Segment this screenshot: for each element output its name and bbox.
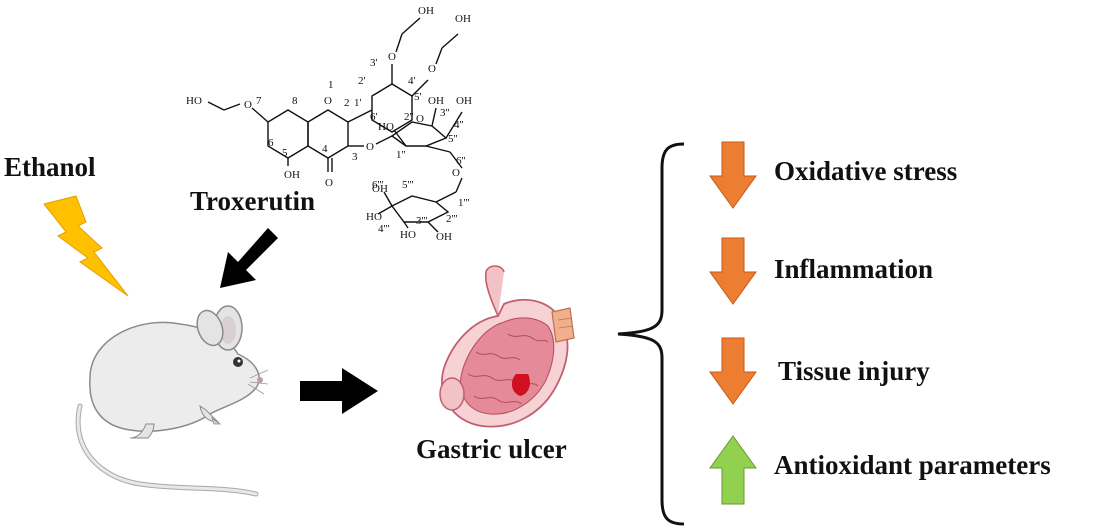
- structure-atoms: HO OH OH O O O O O OH OH HO OH O O HO HO…: [186, 5, 472, 243]
- structure-locant: 4': [408, 75, 416, 87]
- structure-substituent: OH: [284, 169, 300, 181]
- structure-locant: 2: [344, 97, 350, 109]
- structure-locant: 1: [328, 79, 334, 91]
- structure-substituent: O: [416, 113, 424, 125]
- structure-substituent: HO: [378, 121, 394, 133]
- structure-locant: 3': [370, 57, 378, 69]
- progression-arrow-icon: [300, 368, 378, 414]
- structure-locant: 6': [370, 111, 378, 123]
- structure-locant: 2'': [404, 111, 413, 123]
- structure-substituent: O: [428, 63, 436, 75]
- structure-locant: 2': [358, 75, 366, 87]
- structure-locant: 1'': [396, 149, 405, 161]
- stomach-icon: [439, 265, 575, 428]
- structure-locant: 1''': [458, 197, 469, 209]
- effects-brace: [617, 142, 685, 526]
- structure-substituent: O: [388, 51, 396, 63]
- structure-locant: 4'': [454, 119, 463, 131]
- structure-substituent: OH: [372, 183, 388, 195]
- structure-locant: 2''': [446, 213, 457, 225]
- structure-locant: 6: [268, 137, 274, 149]
- structure-locant: 3''': [416, 215, 427, 227]
- effect-tissue-injury-label: Tissue injury: [778, 356, 930, 386]
- structure-locant: 3'': [440, 107, 449, 119]
- structure-bonds: [207, 17, 463, 233]
- structure-locant: 5: [282, 147, 288, 159]
- structure-substituent: OH: [418, 5, 434, 17]
- structure-locant: 1': [354, 97, 362, 109]
- structure-substituent: OH: [436, 231, 452, 243]
- gastric-ulcer-label: Gastric ulcer: [416, 434, 567, 464]
- structure-locant: 5'': [448, 133, 457, 145]
- structure-substituent: O: [324, 95, 332, 107]
- structure-locant: 4''': [378, 223, 389, 235]
- structure-substituent: O: [366, 141, 374, 153]
- structure-substituent: O: [452, 167, 460, 179]
- structure-locant: 5': [414, 91, 422, 103]
- troxerutin-label: Troxerutin: [190, 186, 315, 216]
- structure-substituent: O: [244, 99, 252, 111]
- structure-locant: 7: [256, 95, 262, 107]
- inflammation-down-arrow-icon: [709, 237, 757, 305]
- structure-locant: 6''': [372, 179, 383, 191]
- structure-substituent: HO: [400, 229, 416, 241]
- structure-locant: 6'': [456, 155, 465, 167]
- ethanol-label: Ethanol: [4, 152, 96, 182]
- structure-substituent: OH: [456, 95, 472, 107]
- structure-locant: 8: [292, 95, 298, 107]
- structure-substituent: OH: [455, 13, 471, 25]
- mouse-icon: [75, 305, 269, 497]
- effect-oxidative-stress-label: Oxidative stress: [774, 156, 958, 186]
- structure-locant: 4: [322, 143, 328, 155]
- structure-substituent: HO: [186, 95, 202, 107]
- structure-locant: 3: [352, 151, 358, 163]
- structure-locant: 5''': [402, 179, 413, 191]
- effect-antioxidant-parameters-label: Antioxidant parameters: [774, 450, 1051, 480]
- oxidative-stress-down-arrow-icon: [709, 141, 757, 209]
- treatment-arrow-icon: [220, 228, 278, 288]
- lightning-icon: [43, 195, 129, 297]
- structure-substituent: O: [325, 177, 333, 189]
- tissue-injury-down-arrow-icon: [709, 337, 757, 405]
- structure-substituent: HO: [366, 211, 382, 223]
- antioxidant-up-arrow-icon: [709, 435, 757, 505]
- structure-substituent: OH: [428, 95, 444, 107]
- effect-inflammation-label: Inflammation: [774, 254, 934, 284]
